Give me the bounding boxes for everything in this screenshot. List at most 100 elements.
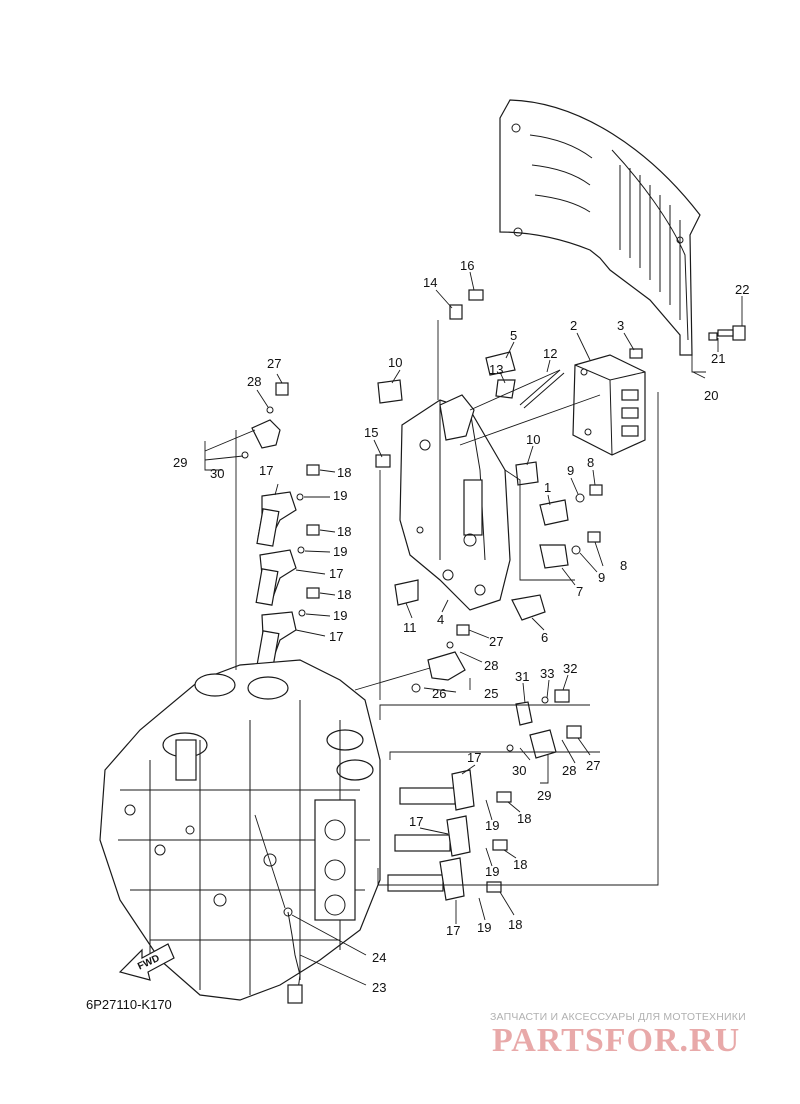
callout-32: 32 — [563, 661, 577, 676]
callout-10b: 10 — [526, 432, 540, 447]
collar-15-part — [375, 454, 391, 468]
callout-12: 12 — [543, 346, 557, 361]
sensor-cable-part — [283, 907, 303, 1004]
callout-26: 26 — [432, 686, 446, 701]
callout-15: 15 — [364, 425, 378, 440]
callout-24: 24 — [372, 950, 386, 965]
ignition-coil-left-2 — [255, 549, 297, 606]
callout-10a: 10 — [388, 355, 402, 370]
engine-block-part — [99, 659, 381, 1001]
callout-28a: 28 — [247, 374, 261, 389]
coil-bolt-18e — [492, 839, 508, 851]
callout-23: 23 — [372, 980, 386, 995]
callout-18d: 18 — [517, 811, 531, 826]
sensor-25-part — [411, 641, 466, 693]
forward-direction-arrow — [118, 943, 175, 981]
callout-9b: 9 — [598, 570, 605, 585]
clip-13-part — [495, 379, 516, 399]
callout-27a: 27 — [267, 356, 281, 371]
callout-17b: 17 — [329, 566, 343, 581]
callout-3: 3 — [617, 318, 624, 333]
callout-28b: 28 — [484, 658, 498, 673]
callout-9a: 9 — [567, 463, 574, 478]
coil-bolt-18c — [306, 587, 320, 599]
callout-17d: 17 — [467, 750, 481, 765]
ignition-coil-left-1 — [256, 491, 297, 547]
callout-18f: 18 — [508, 917, 522, 932]
callout-28c: 28 — [562, 763, 576, 778]
callout-16: 16 — [460, 258, 474, 273]
callout-29a: 29 — [173, 455, 187, 470]
ignition-coil-left-3 — [256, 611, 297, 668]
callout-19b: 19 — [333, 544, 347, 559]
grommet-14-part — [449, 304, 463, 320]
bolt-8a-part — [589, 484, 603, 496]
callout-18a: 18 — [337, 465, 351, 480]
clamp-11-part — [394, 579, 419, 606]
callout-29b: 29 — [537, 788, 551, 803]
relay-10-part — [377, 379, 403, 404]
bracket-1-part — [539, 499, 569, 526]
diagram-code: 6P27110-K170 — [86, 997, 172, 1012]
coil-bolt-18d — [496, 791, 512, 803]
callout-31: 31 — [515, 669, 529, 684]
coil-bolt-18b — [306, 524, 320, 536]
sensor-29-left-part — [241, 382, 289, 459]
ignition-coil-right-2 — [394, 815, 471, 857]
callout-2: 2 — [570, 318, 577, 333]
callout-30a: 30 — [210, 466, 224, 481]
ecu-module-part — [572, 354, 646, 456]
callout-6: 6 — [541, 630, 548, 645]
callout-19e: 19 — [485, 864, 499, 879]
bolt-16-part — [468, 289, 484, 301]
ignition-coil-right-1 — [399, 769, 475, 811]
callout-18e: 18 — [513, 857, 527, 872]
callout-13: 13 — [489, 362, 503, 377]
callout-1: 1 — [544, 480, 551, 495]
mounting-bracket-part — [399, 399, 511, 611]
engine-cover-part — [499, 99, 701, 356]
sensor-6-part — [511, 594, 546, 621]
callout-20: 20 — [704, 388, 718, 403]
callout-5: 5 — [510, 328, 517, 343]
coil-bolt-18f — [486, 881, 502, 893]
relay-10b-part — [515, 461, 539, 486]
reference-lines — [235, 320, 706, 986]
callout-17e: 17 — [409, 814, 423, 829]
callout-11: 11 — [403, 620, 417, 635]
callout-19f: 19 — [477, 920, 491, 935]
callout-labels: 1 2 3 4 5 6 7 8 8 9 9 10 10 11 12 13 14 … — [173, 258, 749, 995]
callout-18c: 18 — [337, 587, 351, 602]
bracket-7-part — [539, 544, 569, 569]
bracket-clamp-part — [439, 394, 475, 441]
ignition-coil-right-3 — [387, 857, 465, 901]
washer-9b-part — [571, 545, 581, 555]
callout-14: 14 — [423, 275, 437, 290]
callout-17c: 17 — [329, 629, 343, 644]
callout-27c: 27 — [586, 758, 600, 773]
bolt-8b-part — [587, 531, 601, 543]
coil-washer-19b — [297, 546, 305, 554]
clip-5-part — [485, 351, 516, 376]
watermark-tagline: ЗАПЧАСТИ И АКСЕССУАРЫ ДЛЯ МОТОТЕХНИКИ — [490, 1011, 746, 1023]
watermark-brand: PARTSFOR.RU — [492, 1022, 741, 1059]
callout-19c: 19 — [333, 608, 347, 623]
callout-17f: 17 — [446, 923, 460, 938]
callout-22: 22 — [735, 282, 749, 297]
callout-30b: 30 — [512, 763, 526, 778]
callout-4: 4 — [437, 612, 444, 627]
leader-lines — [204, 271, 743, 924]
callout-8b: 8 — [620, 558, 627, 573]
sensor-29-right-part — [506, 689, 582, 759]
callout-17a: 17 — [259, 463, 273, 478]
callout-25: 25 — [484, 686, 498, 701]
coil-washer-19a — [296, 493, 304, 501]
coil-washer-19c — [298, 609, 306, 617]
callout-19d: 19 — [485, 818, 499, 833]
callout-27b: 27 — [489, 634, 503, 649]
callout-18b: 18 — [337, 524, 351, 539]
ecu-bolt-part — [629, 348, 643, 359]
callout-21: 21 — [711, 351, 725, 366]
washer-9a-part — [575, 493, 585, 503]
